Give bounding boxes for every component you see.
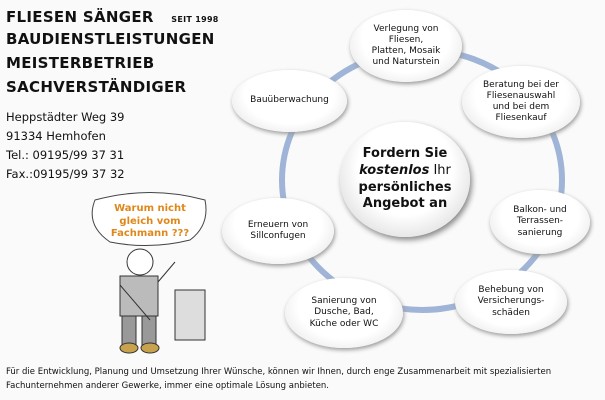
footer-text: Für die Entwicklung, Planung und Umsetzu… [6, 367, 552, 391]
header-line-4: SACHVERSTÄNDIGER [6, 78, 187, 96]
service-node: Sanierung von Dusche, Bad, Küche oder WC [285, 278, 403, 348]
service-node: Beratung bei der Fliesenauswahl und bei … [462, 66, 580, 138]
center-line: persönliches [358, 179, 452, 195]
header-line-2: BAUDIENSTLEISTUNGEN [6, 30, 215, 48]
address-tel: Tel.: 09195/99 37 31 [6, 148, 125, 162]
header-line-3: MEISTERBETRIEB [6, 54, 155, 72]
bubble-line: gleich vom [119, 215, 181, 227]
service-node: Verlegung von Fliesen, Platten, Mosaik u… [350, 10, 462, 82]
bubble-line: Fachmann ??? [110, 228, 190, 239]
company-name: FLIESEN SÄNGER SEIT 1998 [6, 8, 219, 26]
service-node: Erneuern von Sillconfugen [222, 198, 334, 264]
service-node: Bauüberwachung [232, 70, 347, 132]
bubble-line: Warum nicht [114, 203, 186, 214]
since-label: SEIT 1998 [171, 15, 219, 24]
center-line: Angebot an [362, 196, 448, 212]
address-city: 91334 Hemhofen [6, 129, 106, 143]
center-offer: Fordern Sie kostenlos Ihr persönliches A… [340, 122, 470, 237]
speech-bubble [91, 192, 207, 247]
address-fax: Fax.:09195/99 37 32 [6, 167, 125, 181]
center-line: Fordern Sie [362, 145, 448, 161]
center-line: kostenlos Ihr [359, 162, 451, 178]
address-street: Heppstädter Weg 39 [6, 110, 125, 124]
service-node: Behebung von Versicherungs-schäden [455, 270, 567, 334]
service-node: Balkon- und Terrassen-sanierung [490, 190, 590, 254]
worker-cartoon [119, 248, 206, 354]
